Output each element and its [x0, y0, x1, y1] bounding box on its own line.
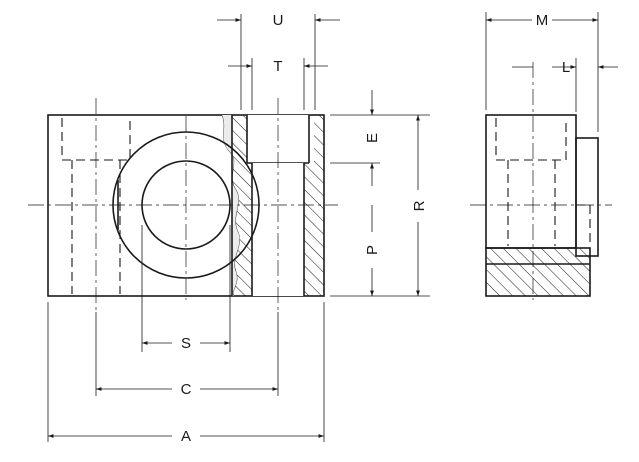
side-base-hatch: [486, 248, 590, 296]
dim-m-label: M: [536, 12, 549, 29]
dim-a-label: A: [181, 428, 191, 445]
side-base-outline: [485, 247, 591, 297]
front-section-hatch-top-right: [314, 115, 324, 163]
dim-l-label: L: [562, 59, 570, 76]
dim-p-label: P: [364, 245, 381, 255]
dim-c-label: C: [181, 381, 192, 398]
dim-s-label: S: [181, 335, 191, 352]
front-section-hatch-right: [304, 163, 324, 296]
side-hidden-counterbore: [495, 118, 567, 161]
break-shade: [222, 115, 240, 296]
dim-e-label: E: [364, 133, 381, 143]
side-view-outline: [485, 114, 577, 249]
front-view: [28, 98, 338, 312]
side-view-tongue: [575, 137, 599, 257]
dim-t-label: T: [273, 58, 282, 75]
dim-u-label: U: [273, 12, 284, 29]
dim-r-label: R: [411, 200, 428, 211]
side-hidden-step: [576, 204, 591, 246]
dimensions: U T M L E P R: [47, 12, 618, 445]
side-view: [470, 62, 612, 300]
